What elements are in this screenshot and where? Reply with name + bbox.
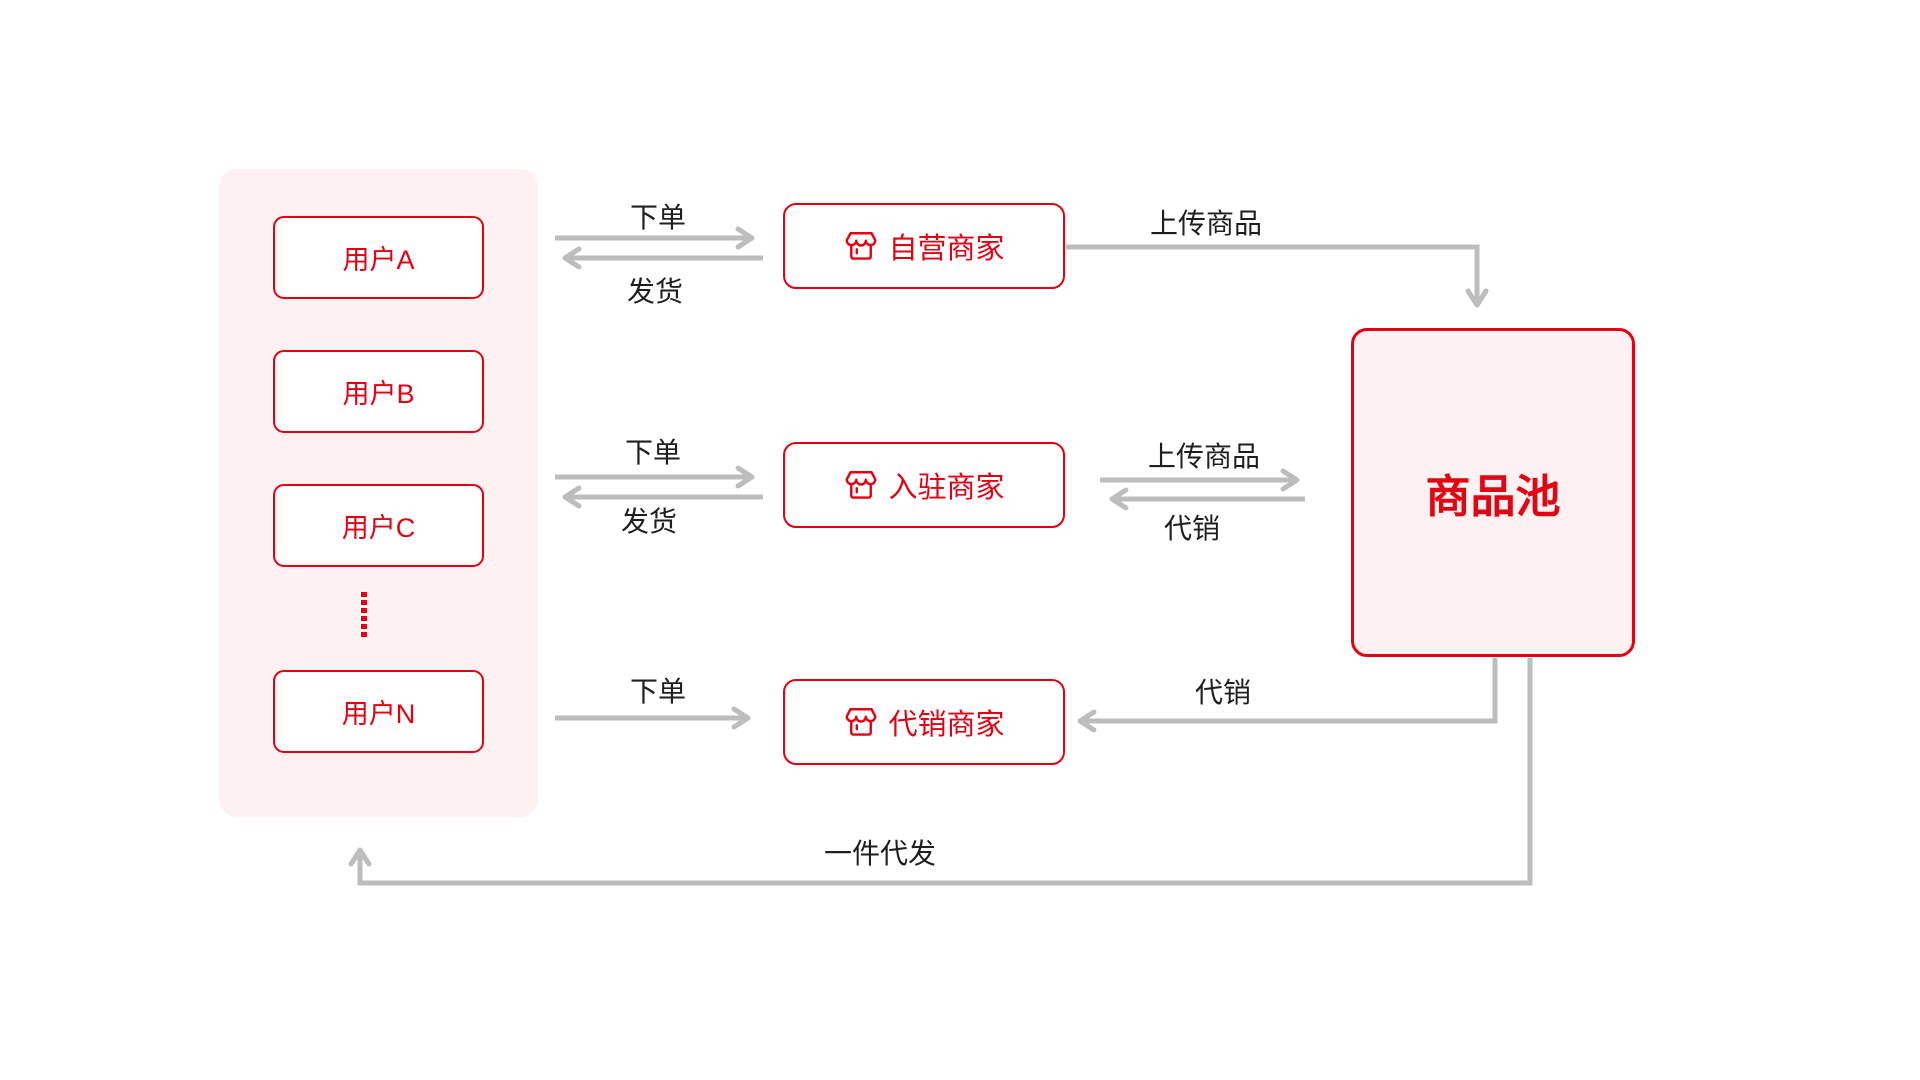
user-b-label: 用户B xyxy=(342,379,415,409)
row2-upload-label: 上传商品 xyxy=(1147,441,1261,472)
arrow-dropship xyxy=(348,658,1533,886)
merchant-self-operated-label: 自营商家 xyxy=(888,233,1005,265)
row2-consign-label: 代销 xyxy=(1163,513,1221,544)
row1-upload-label: 上传商品 xyxy=(1149,208,1263,239)
merchant-settled-label: 入驻商家 xyxy=(888,472,1005,504)
arrow-row3-consign xyxy=(1077,658,1498,733)
merchant-consignment-node: 代销商家 xyxy=(783,679,1065,765)
row1-order-label: 下单 xyxy=(629,202,687,233)
product-pool-node: 商品池 xyxy=(1351,328,1635,657)
user-b-node: 用户B xyxy=(273,350,484,433)
user-n-node: 用户N xyxy=(273,670,484,753)
storefront-icon xyxy=(846,471,877,499)
user-a-node: 用户A xyxy=(273,216,484,299)
user-a-label: 用户A xyxy=(342,245,415,275)
ellipsis-dots-icon xyxy=(361,592,367,637)
storefront-icon xyxy=(846,708,877,736)
merchant-consignment-label: 代销商家 xyxy=(888,709,1005,741)
row1-ship-label: 发货 xyxy=(626,276,684,307)
row2-order-label: 下单 xyxy=(624,437,682,468)
arrow-row1-upload xyxy=(1066,244,1489,308)
row2-ship-label: 发货 xyxy=(620,506,678,537)
product-pool-label: 商品池 xyxy=(1425,471,1561,522)
merchant-settled-node: 入驻商家 xyxy=(783,442,1065,528)
user-c-label: 用户C xyxy=(341,513,416,543)
storefront-icon xyxy=(846,232,877,260)
row3-order-label: 下单 xyxy=(629,676,687,707)
row3-consign-label: 代销 xyxy=(1194,677,1252,708)
merchant-self-operated-node: 自营商家 xyxy=(783,203,1065,289)
user-n-label: 用户N xyxy=(341,699,416,729)
user-c-node: 用户C xyxy=(273,484,484,567)
dropship-label: 一件代发 xyxy=(823,838,937,869)
